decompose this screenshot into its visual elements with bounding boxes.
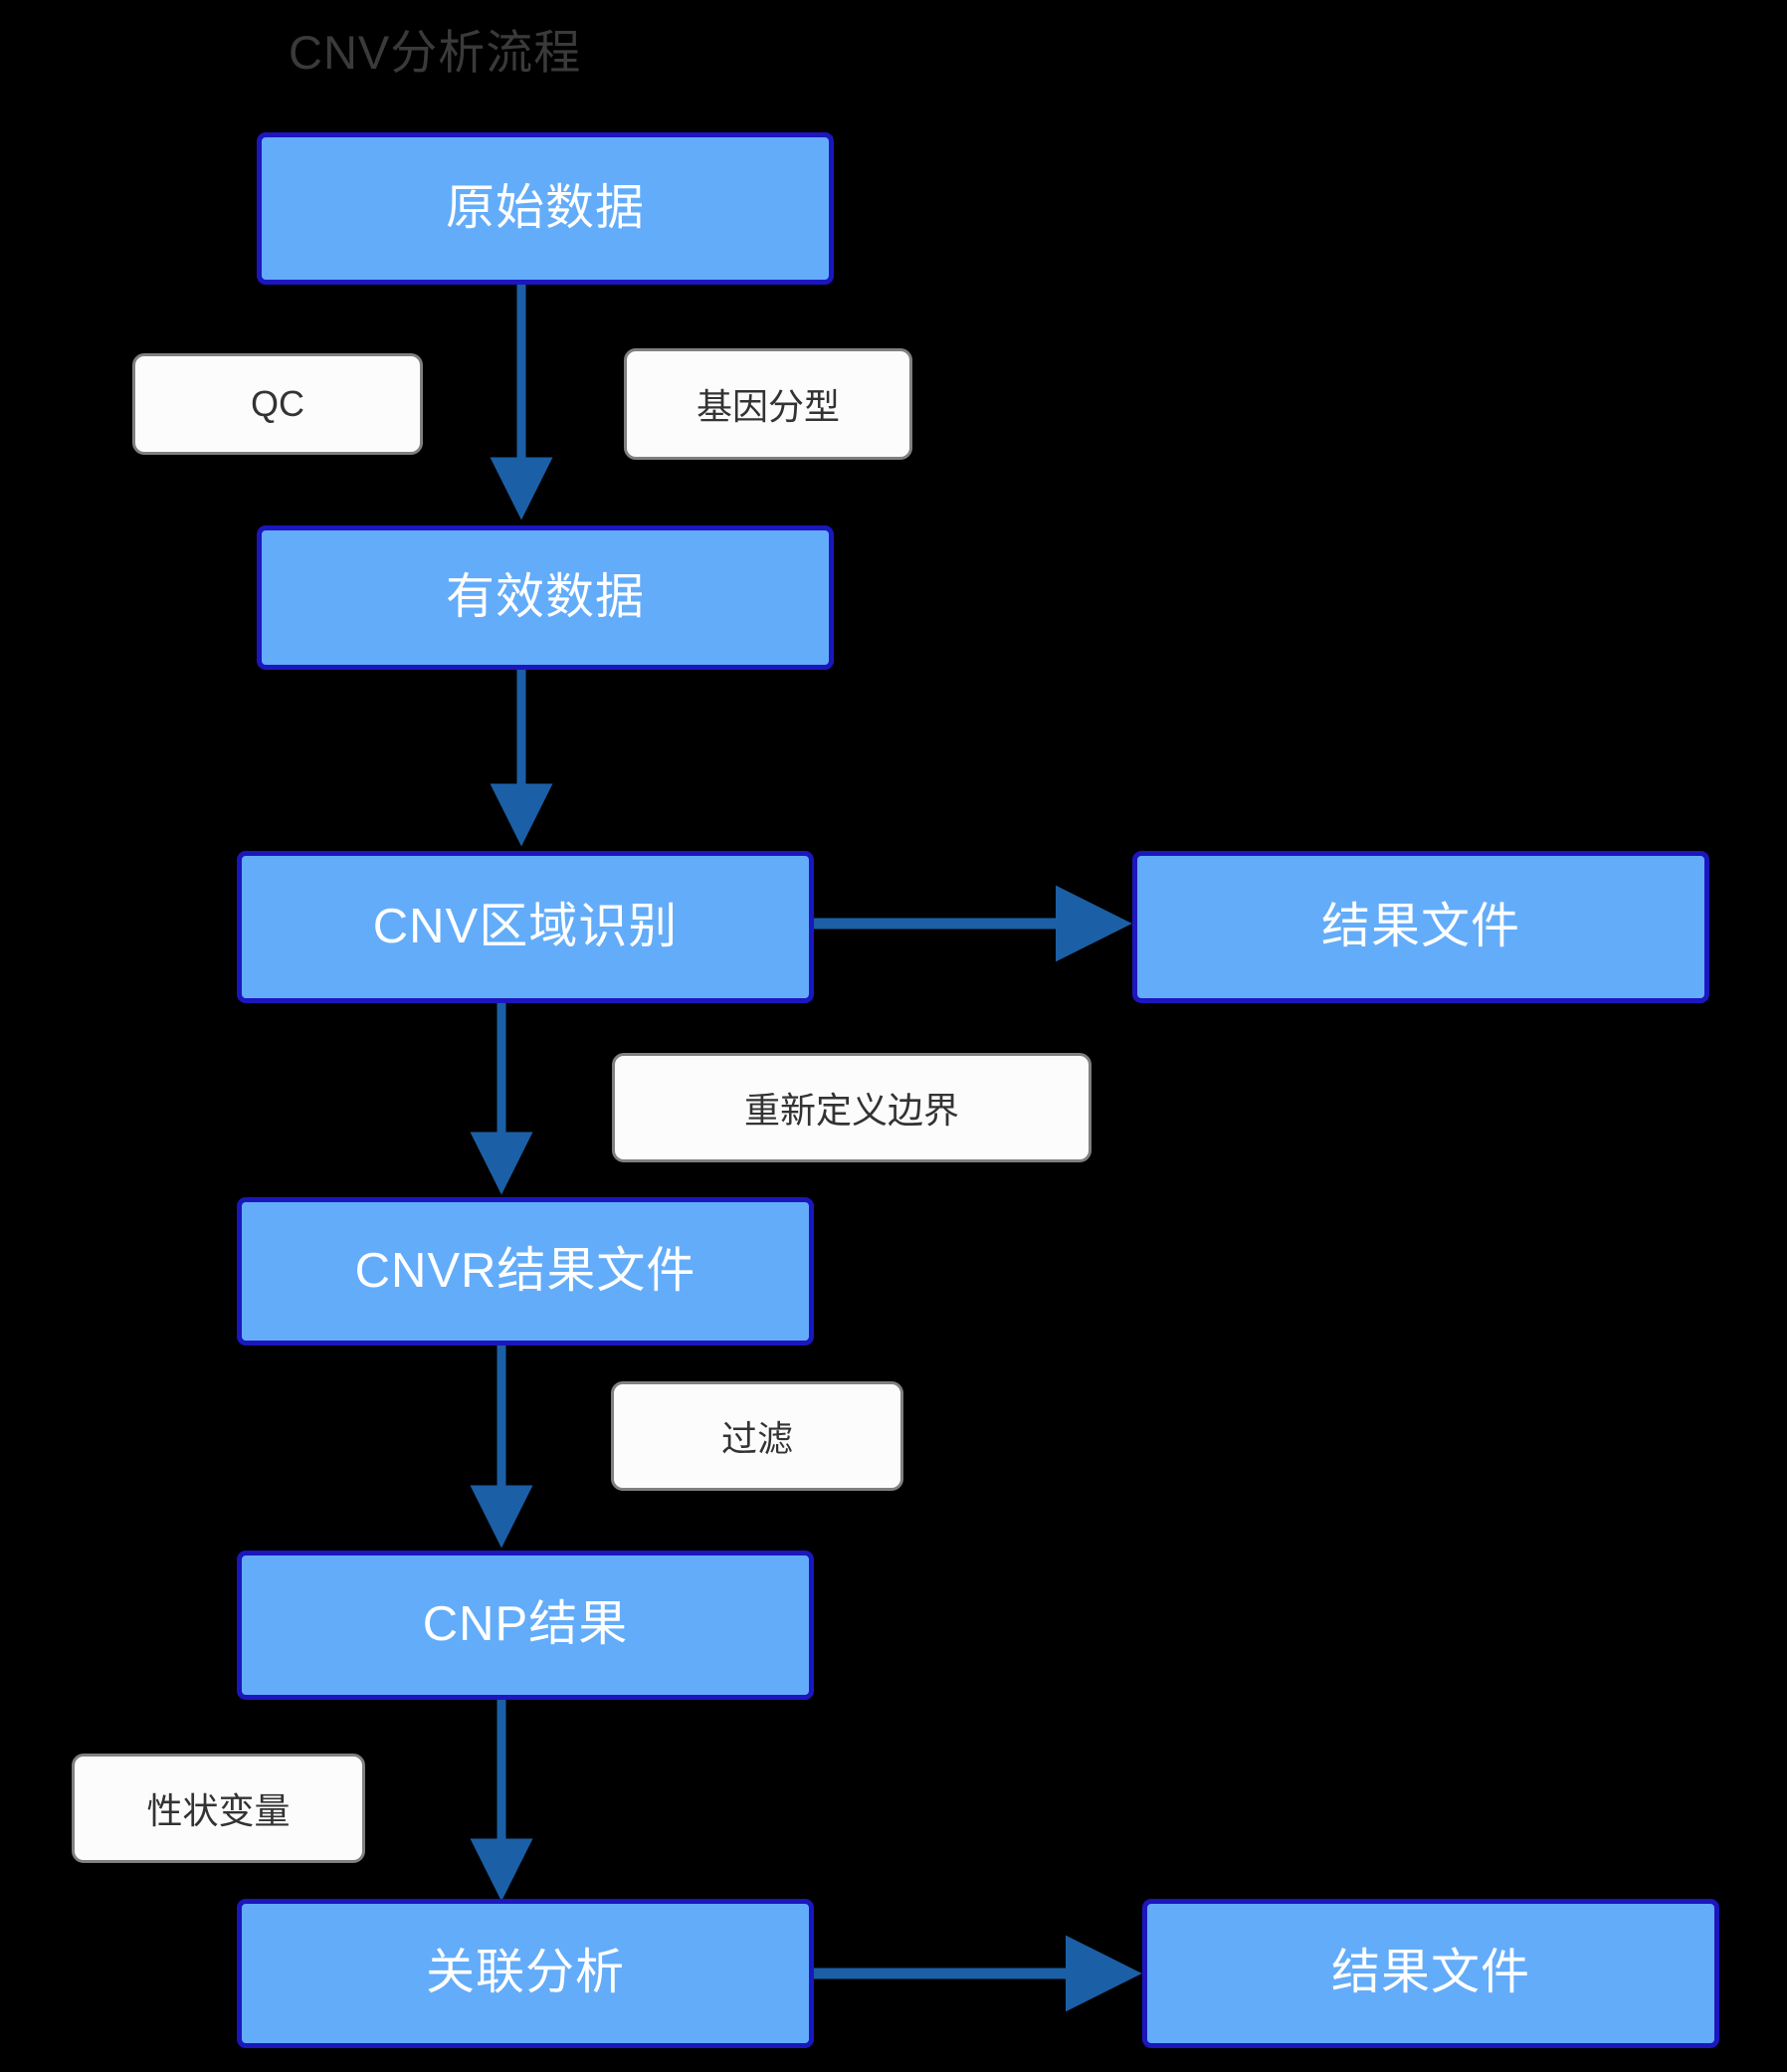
node-assoc-analysis[interactable]: 关联分析 [237,1899,814,2048]
node-valid-data-label: 有效数据 [445,569,645,624]
node-cnv-region[interactable]: CNV区域识别 [237,851,814,1003]
node-cnv-region-label: CNV区域识别 [372,899,679,953]
node-cnp-result-label: CNP结果 [422,1597,629,1652]
node-result-file-bottom-label: 结果文件 [1330,1946,1530,2000]
node-result-file-top-label: 结果文件 [1320,899,1520,953]
edge-label-trait-text: 性状变量 [146,1790,291,1831]
edge-label-qc-text: QC [251,383,304,424]
edge-label-filter: 过滤 [611,1381,903,1491]
node-cnvr-result-label: CNVR结果文件 [354,1243,696,1298]
edge-label-redefine-text: 重新定义边界 [743,1090,959,1131]
node-raw-data[interactable]: 原始数据 [257,132,834,285]
edge-label-trait: 性状变量 [72,1754,365,1863]
node-valid-data[interactable]: 有效数据 [257,525,834,670]
node-assoc-analysis-label: 关联分析 [425,1946,625,2000]
edge-label-genotyping: 基因分型 [624,348,912,460]
edge-label-filter-text: 过滤 [720,1418,793,1459]
node-result-file-bottom[interactable]: 结果文件 [1142,1899,1719,2048]
page-title: CNV分析流程 [289,26,582,79]
node-cnp-result[interactable]: CNP结果 [237,1551,814,1700]
node-cnvr-result[interactable]: CNVR结果文件 [237,1197,814,1346]
node-result-file-top[interactable]: 结果文件 [1132,851,1709,1003]
edge-label-genotyping-text: 基因分型 [695,386,840,427]
edge-label-qc: QC [132,353,423,455]
edge-label-redefine: 重新定义边界 [612,1053,1092,1162]
node-raw-data-label: 原始数据 [445,180,645,235]
